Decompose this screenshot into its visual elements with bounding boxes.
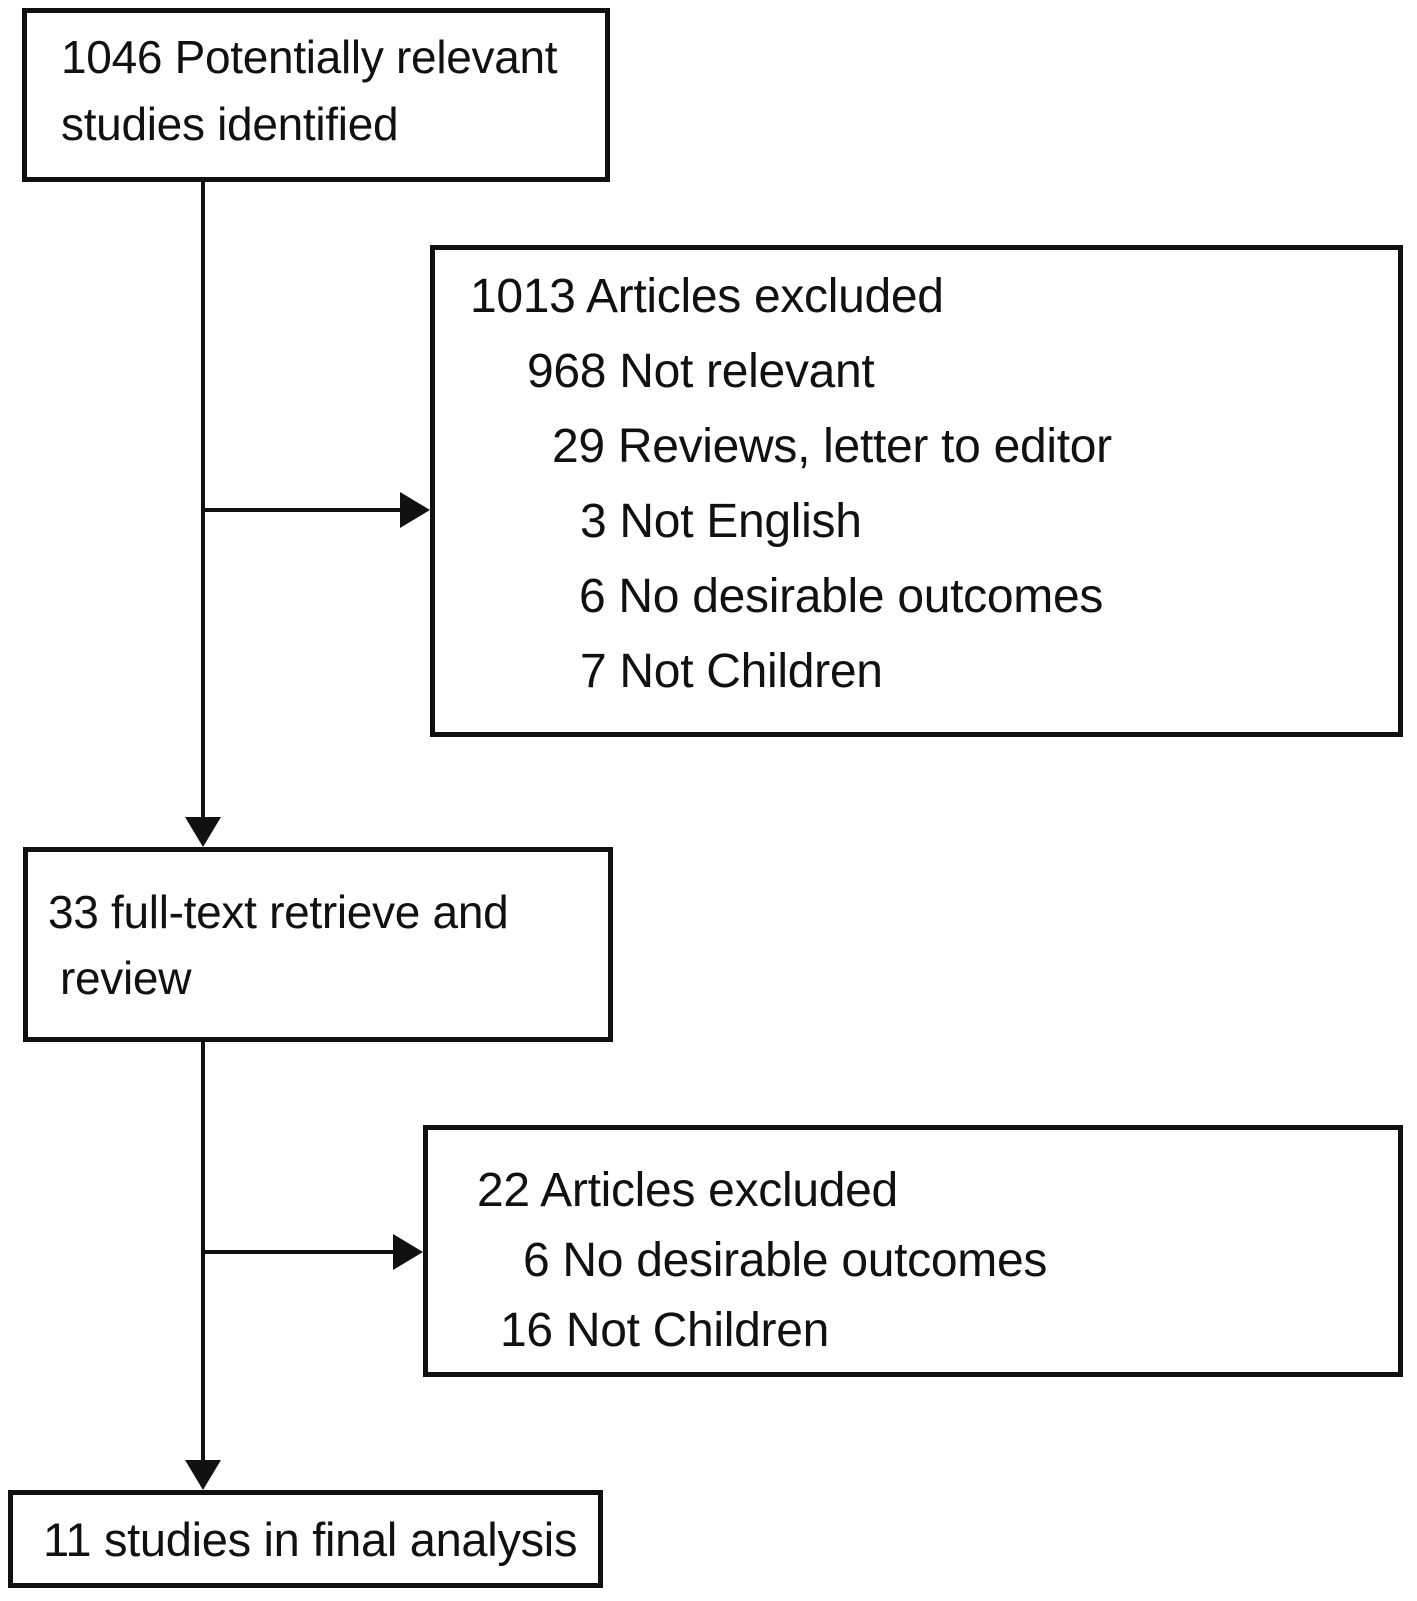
box-articles-excluded-initial: 1013 Articles excluded 968 Not relevant …: [430, 245, 1403, 737]
box-identified-studies: 1046 Potentially relevant studies identi…: [22, 8, 610, 182]
arrowhead-right-icon: [400, 492, 430, 528]
excluded-fulltext-total: 22 Articles excluded: [477, 1164, 898, 1217]
connector-branch-to-excluded-initial: [203, 508, 402, 512]
box-fulltext-review: 33 full-text retrieve and review: [23, 847, 613, 1042]
excluded-initial-reviews: 29 Reviews, letter to editor: [552, 420, 1112, 473]
excluded-fulltext-not-children: 16 Not Children: [500, 1304, 830, 1357]
excluded-initial-not-english: 3 Not English: [580, 495, 862, 548]
box-articles-excluded-fulltext: 22 Articles excluded 6 No desirable outc…: [423, 1125, 1403, 1377]
identified-line-1: 1046 Potentially relevant: [61, 31, 558, 83]
connector-identified-to-fulltext: [201, 182, 205, 818]
arrowhead-down-icon: [185, 1460, 221, 1490]
fulltext-line-2: review: [60, 952, 192, 1004]
excluded-initial-total: 1013 Articles excluded: [470, 270, 944, 323]
excluded-initial-not-children: 7 Not Children: [580, 645, 883, 698]
final-analysis-line: 11 studies in final analysis: [43, 1512, 578, 1566]
excluded-initial-no-outcomes: 6 No desirable outcomes: [579, 570, 1104, 623]
arrowhead-down-icon: [185, 817, 221, 847]
connector-branch-to-excluded-fulltext: [203, 1250, 395, 1254]
arrowhead-right-icon: [393, 1234, 423, 1270]
excluded-fulltext-no-outcomes: 6 No desirable outcomes: [523, 1234, 1048, 1287]
box-final-analysis: 11 studies in final analysis: [8, 1490, 603, 1588]
excluded-initial-not-relevant: 968 Not relevant: [527, 345, 875, 398]
fulltext-line-1: 33 full-text retrieve and: [48, 886, 509, 938]
identified-line-2: studies identified: [61, 98, 399, 150]
